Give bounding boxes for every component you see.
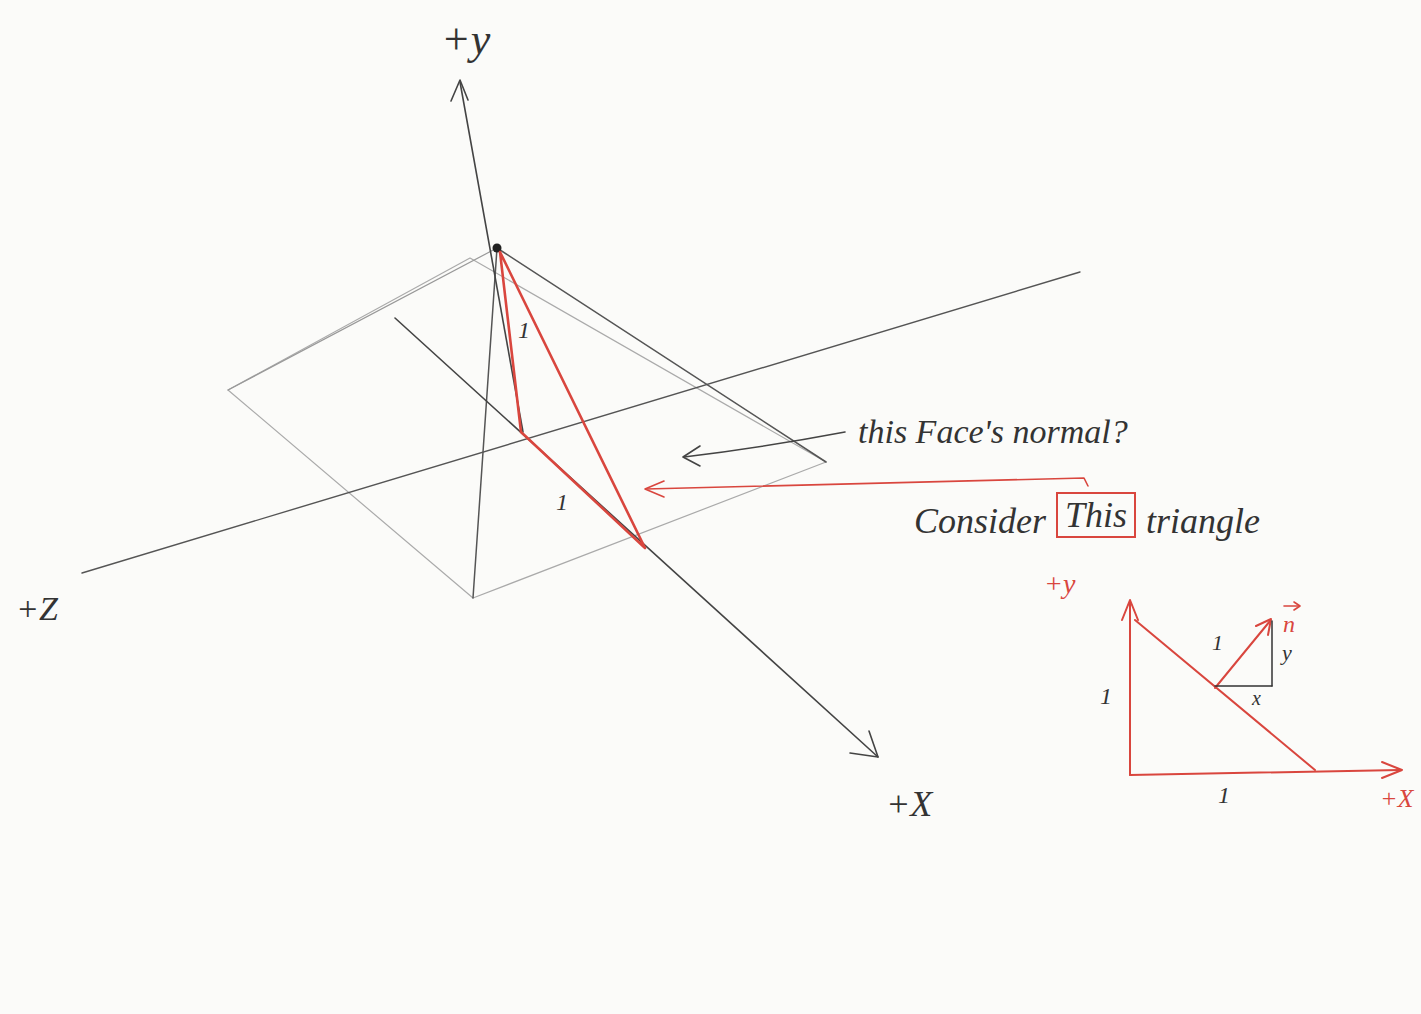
- leader-arrow: [646, 478, 1088, 489]
- length-label: 1: [1100, 684, 1112, 708]
- arrowhead: [683, 446, 700, 466]
- boxed-text: This: [1065, 495, 1127, 535]
- axis-label: +Z: [16, 592, 58, 626]
- axis-label: +y: [441, 18, 490, 62]
- component-label: x: [1252, 688, 1261, 708]
- boxed-word: This: [1056, 492, 1136, 538]
- normal-vector: [1215, 621, 1270, 688]
- arrowhead: [1122, 600, 1138, 620]
- component-label: y: [1282, 642, 1292, 664]
- y-axis: [460, 82, 523, 432]
- axis-label: +X: [1380, 786, 1413, 812]
- inset-x-axis: [1130, 770, 1400, 775]
- note: triangle: [1146, 503, 1260, 539]
- vector-mark: [1294, 602, 1300, 610]
- note: Consider: [914, 503, 1046, 539]
- component-line: [1215, 685, 1272, 687]
- x-axis: [395, 318, 878, 757]
- vector-label: n: [1283, 612, 1295, 636]
- inset-y-axis: [1129, 602, 1131, 775]
- axis-label: +X: [886, 786, 932, 822]
- arrowhead: [850, 731, 878, 757]
- length-label: 1: [518, 318, 530, 342]
- arrowhead: [1256, 619, 1271, 635]
- length-label: 1: [1218, 783, 1230, 807]
- length-label: 1: [1212, 632, 1223, 654]
- component-line: [1271, 621, 1273, 686]
- arrowhead: [451, 80, 468, 101]
- pyramid-edge: [497, 248, 826, 462]
- red-triangle: [500, 252, 645, 548]
- vector-mark: [1284, 605, 1299, 607]
- pyramid-edge: [473, 248, 497, 598]
- inset-hypotenuse: [1135, 620, 1315, 770]
- pyramid-edge: [228, 248, 497, 390]
- arrowhead: [1382, 762, 1402, 778]
- note: this Face's normal?: [858, 415, 1128, 449]
- length-label: 1: [556, 490, 568, 514]
- arrowhead: [645, 481, 664, 497]
- axis-label: +y: [1044, 570, 1075, 598]
- leader-arrow: [684, 432, 845, 457]
